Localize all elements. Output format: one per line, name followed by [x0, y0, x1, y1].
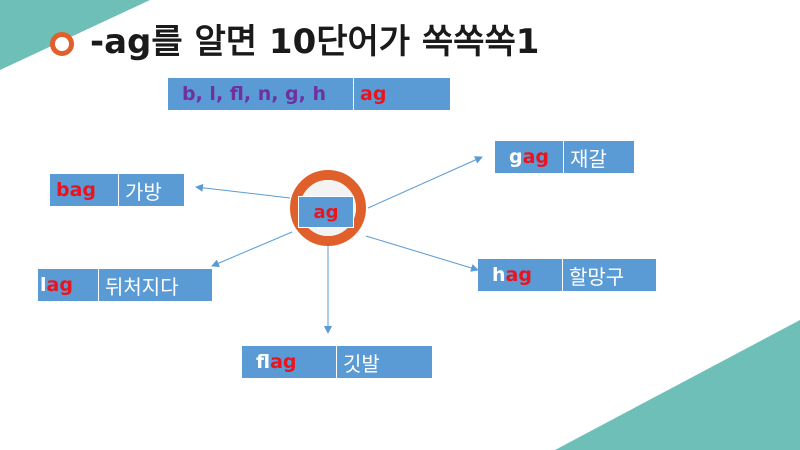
word-meaning: 뒤처지다	[98, 269, 212, 301]
word-meaning: 재갈	[563, 141, 634, 173]
arrow-to-hag	[365, 235, 479, 272]
word-meaning: 할망구	[562, 259, 656, 291]
title-bullet-icon	[50, 32, 74, 56]
arrow-to-gag	[367, 156, 483, 209]
word-meaning: 가방	[118, 174, 184, 206]
header-letters: b, l, fl, n, g, h	[182, 83, 327, 105]
arrow-to-lag	[211, 231, 293, 267]
center-suffix: ag	[298, 196, 354, 228]
page-title: -ag를 알면 10단어가 쏙쏙쏙1	[90, 22, 540, 62]
header-suffix: ag	[353, 78, 450, 110]
arrow-to-bag	[195, 183, 291, 199]
word-meaning: 깃발	[336, 346, 432, 378]
header-box: b, l, fl, n, g, h ag	[168, 78, 450, 110]
